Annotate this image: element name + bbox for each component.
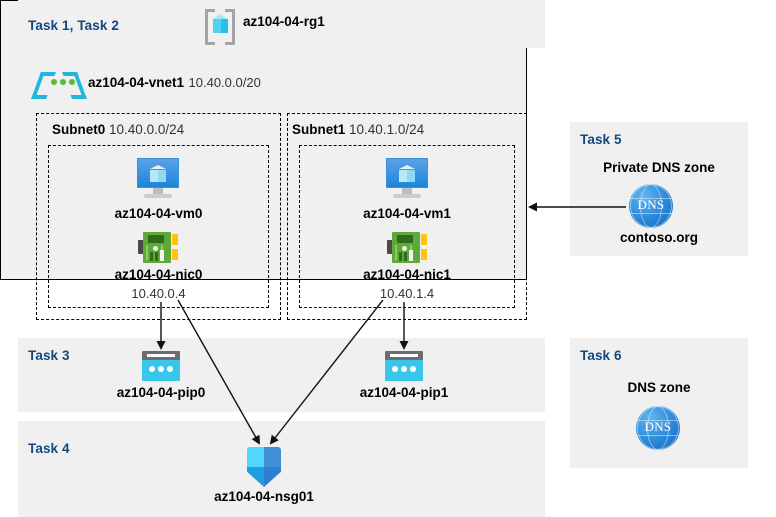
subnet0-cidr: 10.40.0.0/24	[109, 122, 185, 137]
subnet1-resources-boundary	[299, 145, 515, 308]
network-interface-icon	[138, 232, 178, 263]
subnet1-boundary	[287, 113, 527, 320]
nsg-name: az104-04-nsg01	[214, 489, 314, 504]
task-label-1-2: Task 1, Task 2	[28, 18, 119, 33]
nic1-private-ip: 10.40.1.4	[379, 286, 435, 301]
private-dns-zone-name: contoso.org	[620, 230, 698, 245]
pip0-node	[142, 351, 180, 381]
virtual-machine-icon	[135, 158, 181, 200]
dns-icon-label: DNS	[644, 419, 672, 434]
virtual-network-title: az104-04-vnet1 10.40.0.0/20	[88, 74, 261, 92]
nic0-node	[138, 232, 178, 263]
resource-group-name: az104-04-rg1	[243, 14, 325, 29]
nsg-node	[247, 447, 281, 487]
subnet0-resources-boundary	[48, 145, 269, 308]
task-label-6: Task 6	[580, 348, 622, 363]
public-ip-icon	[142, 351, 180, 381]
pip1-node	[385, 351, 423, 381]
dns-icon-label: DNS	[637, 197, 665, 212]
virtual-network-address-space: 10.40.0.0/20	[188, 75, 261, 90]
task-label-4: Task 4	[28, 441, 70, 456]
network-interface-icon	[387, 232, 427, 263]
vm1-node	[384, 158, 430, 200]
nic1-name: az104-04-nic1	[363, 267, 451, 282]
private-dns-zone-heading: Private DNS zone	[603, 160, 715, 175]
virtual-network-name: az104-04-vnet1	[88, 75, 185, 90]
network-security-group-icon	[247, 447, 281, 487]
subnet0-title: Subnet0 10.40.0.0/24	[52, 122, 184, 137]
pip1-name: az104-04-pip1	[359, 385, 449, 400]
private-dns-zone-icon: DNS	[629, 184, 673, 228]
vm0-node	[135, 158, 181, 200]
dns-zone-heading: DNS zone	[627, 380, 691, 395]
subnet1-title: Subnet1 10.40.1.0/24	[292, 122, 424, 137]
task-label-3: Task 3	[28, 348, 70, 363]
resource-group-header-panel	[18, 0, 545, 48]
subnet0-boundary	[36, 113, 281, 320]
task3-panel	[18, 338, 545, 412]
resource-group-icon	[205, 9, 235, 45]
subnet0-name: Subnet0	[52, 122, 106, 137]
nic1-node	[387, 232, 427, 263]
nic0-private-ip: 10.40.0.4	[131, 286, 186, 301]
task-label-5: Task 5	[580, 132, 622, 147]
public-ip-icon	[385, 351, 423, 381]
virtual-machine-icon	[384, 158, 430, 200]
subnet1-cidr: 10.40.1.0/24	[349, 122, 425, 137]
virtual-network-icon	[31, 70, 87, 99]
vm1-name: az104-04-vm1	[363, 206, 451, 221]
pip0-name: az104-04-pip0	[116, 385, 206, 400]
vm0-name: az104-04-vm0	[114, 206, 203, 221]
subnet1-name: Subnet1	[292, 122, 346, 137]
dns-zone-icon: DNS	[636, 406, 680, 450]
nic0-name: az104-04-nic0	[114, 267, 203, 282]
